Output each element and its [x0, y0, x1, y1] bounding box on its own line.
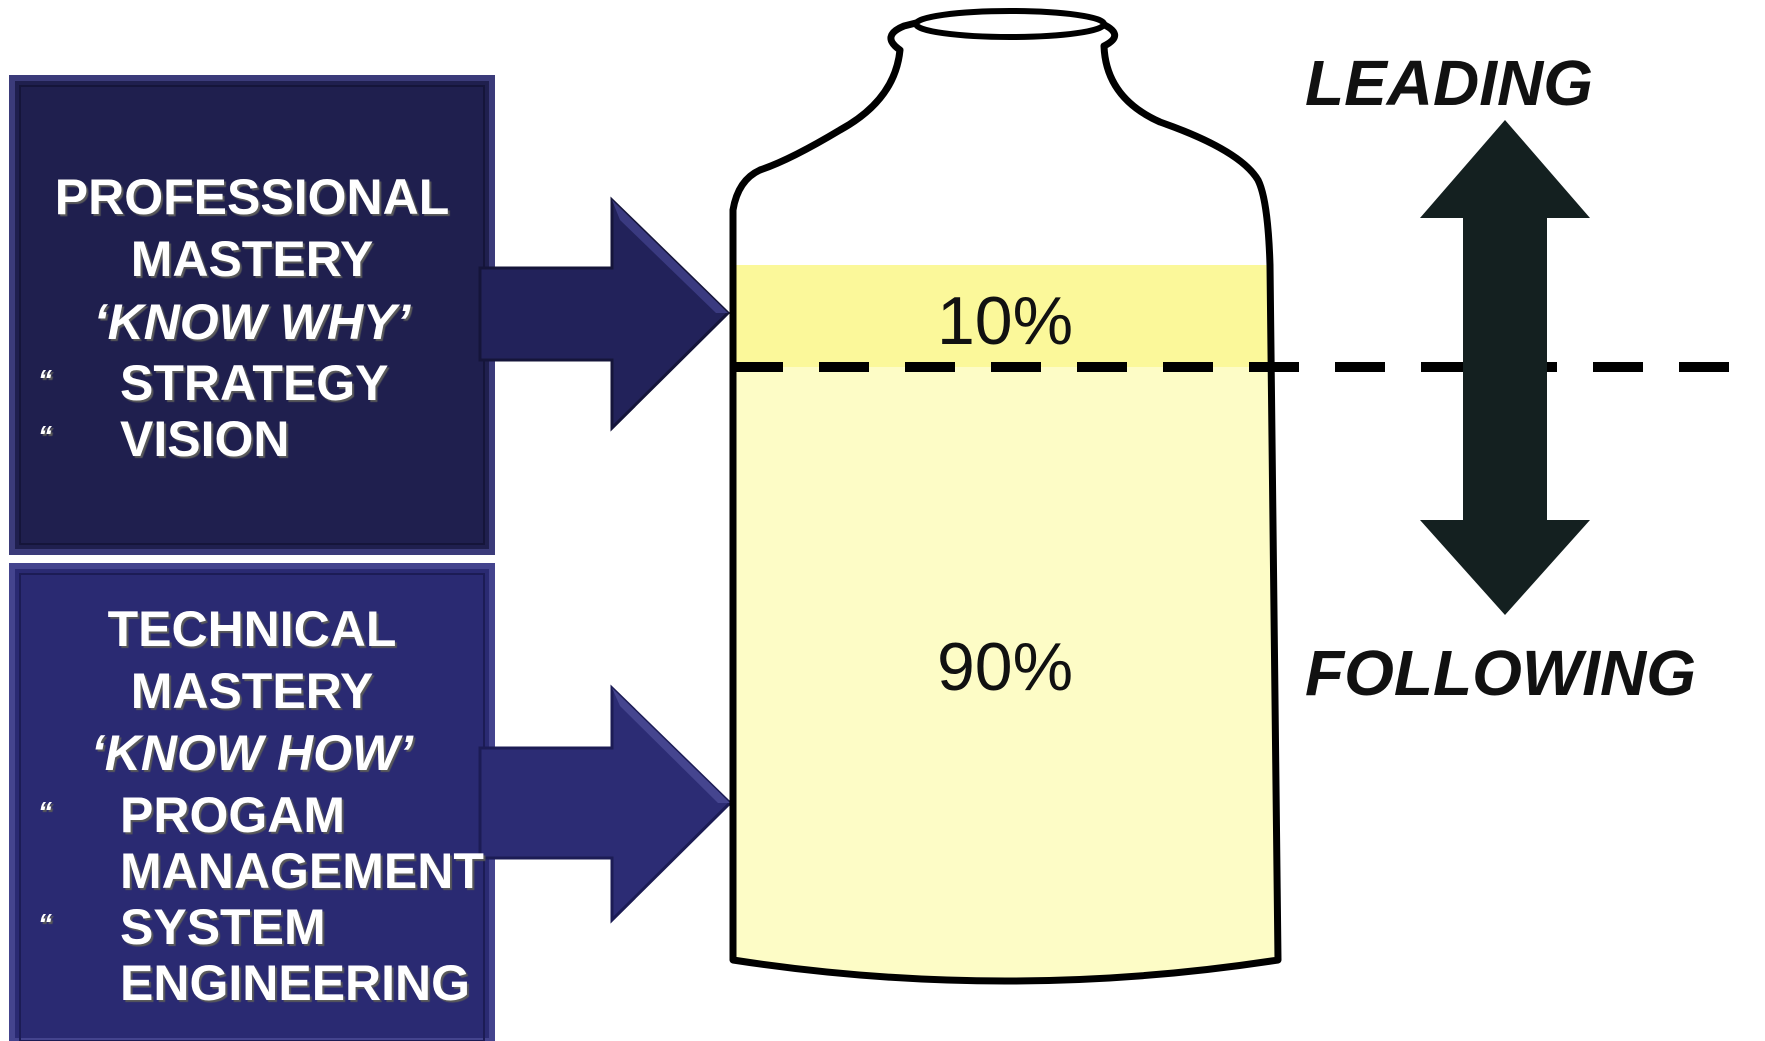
- technical-arrow: [478, 684, 733, 924]
- technical-title-line2: MASTERY: [130, 663, 374, 719]
- technical-tagline: ‘KNOW HOW’: [90, 725, 414, 781]
- jar-top-percent: 10%: [936, 283, 1074, 359]
- leading-label: LEADING: [1305, 47, 1593, 119]
- professional-mastery-box: [9, 75, 495, 555]
- jar-bottom-fill: [733, 367, 1280, 978]
- technical-bullet-2: “: [38, 908, 52, 939]
- jar-bottom-percent: 90%: [936, 629, 1074, 705]
- professional-title-line2: MASTERY: [130, 231, 374, 287]
- technical-item-2-line1: SYSTEM: [120, 899, 326, 955]
- technical-title-line1: TECHNICAL: [107, 601, 397, 657]
- technical-item-1-line1: PROGAM: [120, 787, 345, 843]
- professional-bullet-1: “: [38, 364, 52, 395]
- technical-item-2-line2: ENGINEERING: [120, 955, 471, 1011]
- professional-bullet-2: “: [38, 420, 52, 451]
- professional-item-strategy: STRATEGY: [120, 355, 389, 411]
- technical-mastery-box: [9, 563, 495, 1041]
- professional-title-line1: PROFESSIONAL: [54, 169, 450, 225]
- technical-bullet-1: “: [38, 796, 52, 827]
- professional-arrow: [478, 196, 731, 432]
- following-label: FOLLOWING: [1305, 637, 1697, 709]
- professional-item-vision: VISION: [120, 411, 290, 467]
- technical-item-1-line2: MANAGEMENT: [120, 843, 484, 899]
- professional-tagline: ‘KNOW WHY’: [93, 294, 411, 350]
- jar-outline: [729, 11, 1282, 985]
- jar-top-fill: [733, 265, 1273, 367]
- leading-following-double-arrow: [1420, 120, 1590, 615]
- jar-mouth: [913, 8, 1107, 40]
